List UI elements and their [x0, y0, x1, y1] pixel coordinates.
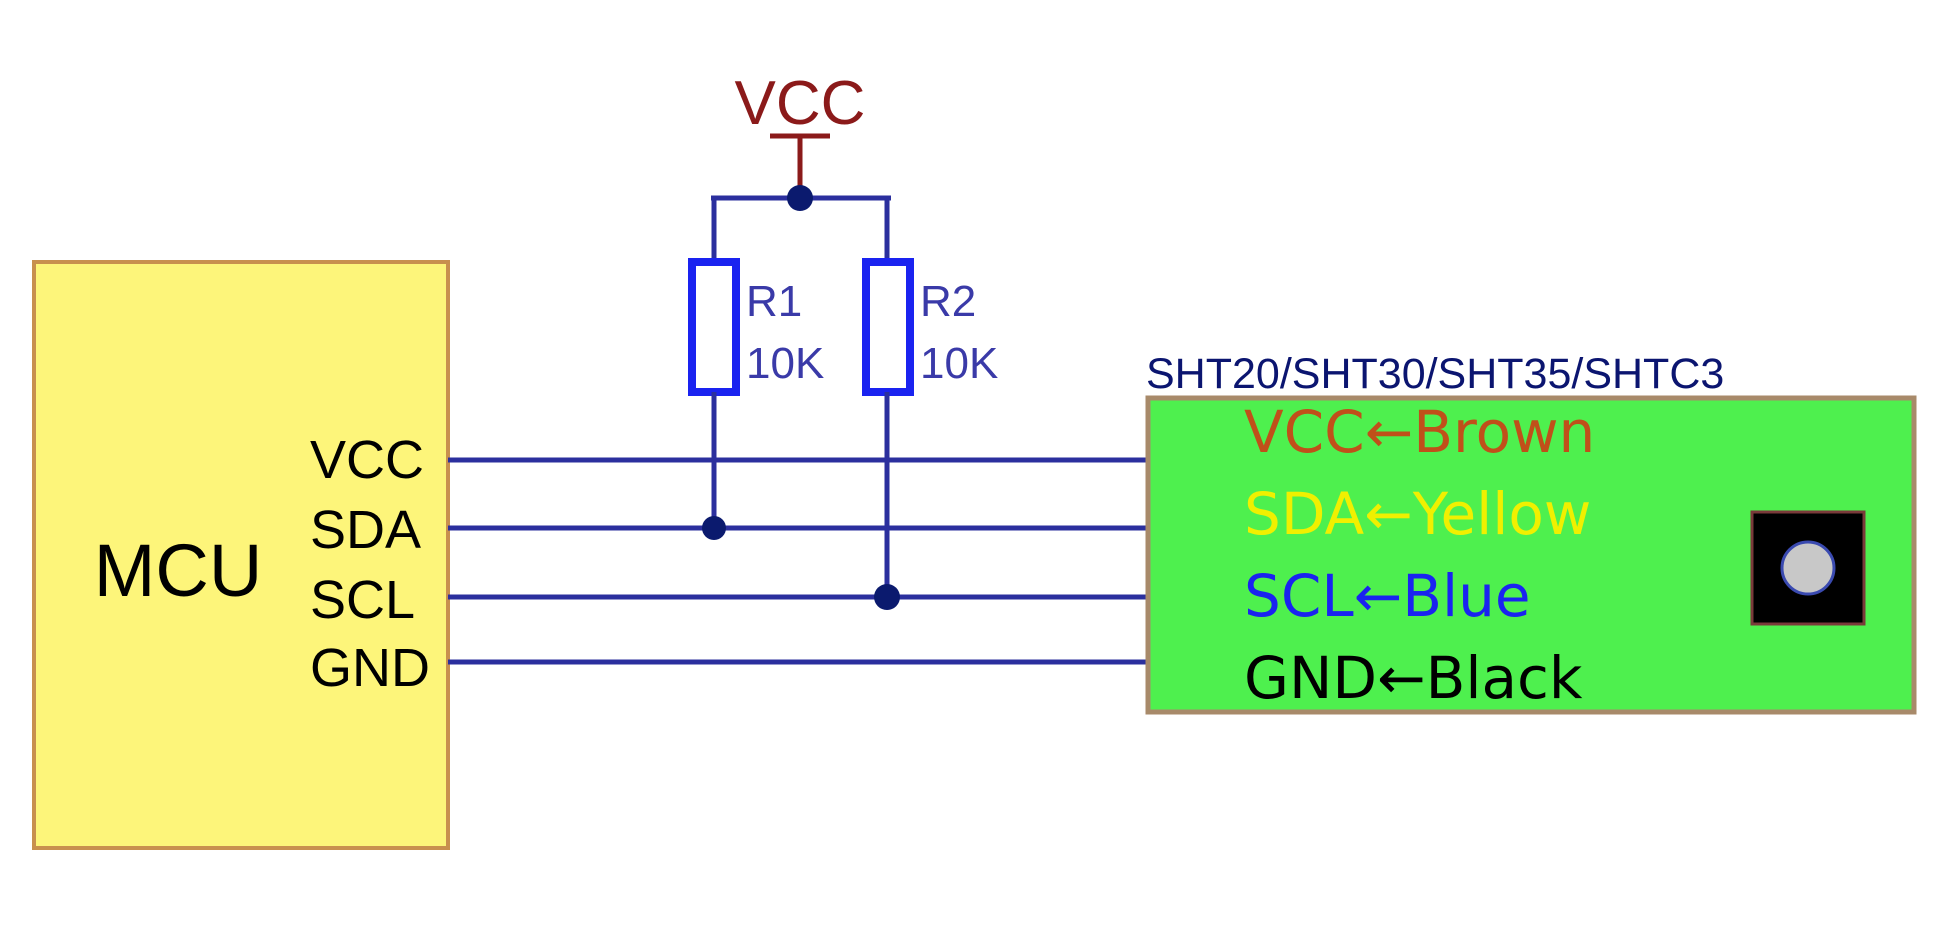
sensor-wire-vcc-brown: VCC←Brown	[1244, 398, 1595, 466]
r2-resistor-body	[862, 258, 914, 396]
r2-name: R2	[920, 277, 976, 326]
sensor-wire-scl-blue: SCL←Blue	[1244, 562, 1531, 630]
r2-scl-node	[874, 584, 900, 610]
mcu-pin-vcc: VCC	[310, 430, 424, 490]
mcu-pin-sda: SDA	[310, 500, 421, 560]
sensor-port-icon	[1780, 540, 1836, 596]
mcu-title: MCU	[94, 529, 263, 612]
sensor-title: SHT20/SHT30/SHT35/SHTC3	[1146, 350, 1724, 398]
r1-resistor-body	[688, 258, 740, 396]
pullup-rail-node	[787, 185, 813, 211]
mcu-pin-gnd: GND	[310, 638, 430, 698]
r2-value: 10K	[920, 339, 998, 388]
r1-sda-node	[702, 516, 726, 540]
sensor-wire-gnd-black: GND←Black	[1244, 644, 1583, 712]
r1-value: 10K	[746, 339, 824, 388]
vcc-power-label: VCC	[735, 69, 866, 138]
mcu-pin-scl: SCL	[310, 570, 415, 630]
mcu-block	[32, 260, 450, 850]
r1-name: R1	[746, 277, 802, 326]
sensor-wire-sda-yellow: SDA←Yellow	[1244, 480, 1591, 548]
